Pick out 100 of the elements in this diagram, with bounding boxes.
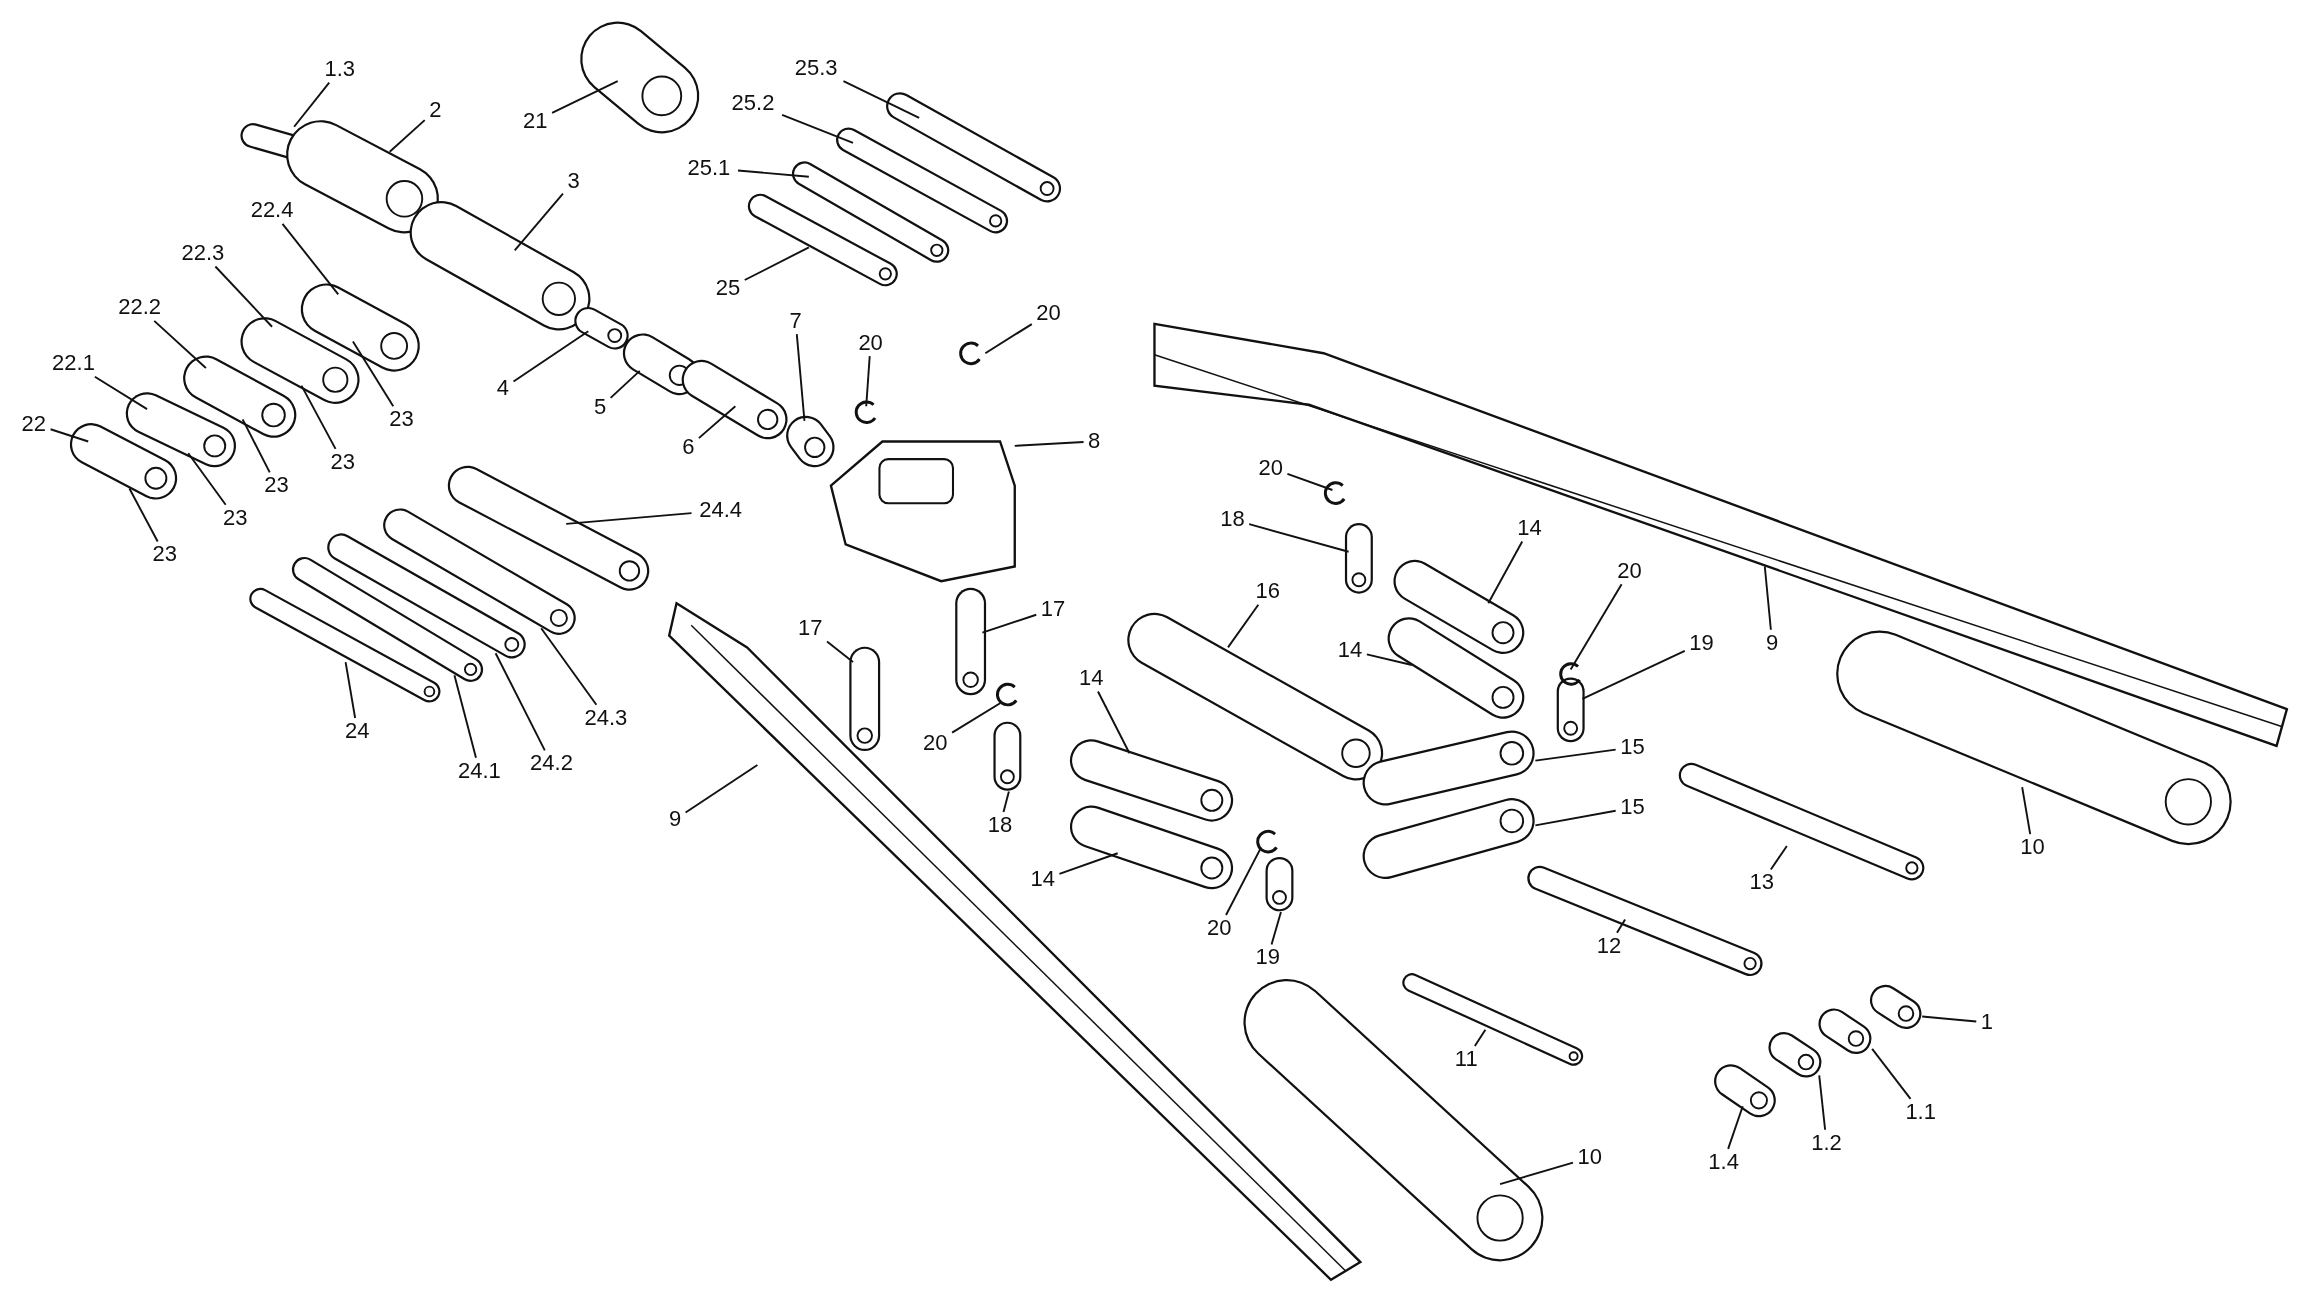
leader-line <box>1569 583 1623 671</box>
callout-number: 24.1 <box>457 758 502 783</box>
leader-line <box>1616 918 1627 934</box>
leader-line <box>1248 523 1350 553</box>
leader-line <box>453 674 477 759</box>
callout-number: 9 <box>667 807 683 832</box>
callout-number: 18 <box>986 813 1014 838</box>
callout-number: 17 <box>797 615 824 640</box>
callout-number: 2 <box>428 98 443 123</box>
leader-line <box>1097 690 1131 755</box>
callout-number: 21 <box>522 108 549 133</box>
callout-number: 1.2 <box>1810 1130 1843 1155</box>
leader-line <box>1727 1105 1744 1150</box>
callout-number: 9 <box>1765 630 1780 655</box>
leader-line <box>1227 603 1260 649</box>
callout-number: 19 <box>1254 945 1281 970</box>
leader-line <box>344 661 357 719</box>
leader-line <box>241 418 271 474</box>
leader-line <box>2021 786 2032 836</box>
callout-number: 15 <box>1619 795 1646 820</box>
callout-number: 24.2 <box>529 751 574 776</box>
callout-number: 23 <box>263 473 290 498</box>
callout-number: 1.4 <box>1707 1149 1740 1174</box>
callout-number: 23 <box>388 407 415 432</box>
leader-line <box>1365 653 1413 666</box>
callout-number: 18 <box>1219 507 1246 532</box>
callout-number: 24 <box>344 718 371 743</box>
callout-number: 11 <box>1453 1046 1479 1071</box>
callout-number: 20 <box>1035 301 1062 326</box>
callout-number: 12 <box>1595 933 1623 958</box>
callout-number: 25.1 <box>686 155 732 180</box>
callout-number: 1.3 <box>323 57 356 82</box>
callout-number: 20 <box>922 730 949 755</box>
leader-line <box>1270 911 1282 946</box>
callout-number: 22.3 <box>180 240 226 265</box>
leader-line <box>352 340 395 408</box>
callout-number: 8 <box>1087 429 1102 454</box>
callout-number: 10 <box>1576 1145 1603 1170</box>
leader-line <box>281 222 340 296</box>
callout-number: 16 <box>1254 579 1281 604</box>
callout-number: 7 <box>788 308 803 333</box>
leader-line <box>551 80 619 114</box>
leader-line <box>609 369 641 399</box>
leader-line <box>826 640 854 664</box>
leader-line <box>1921 1015 1978 1023</box>
leader-line <box>388 119 426 153</box>
leader-line <box>1473 1028 1487 1047</box>
callout-number: 20 <box>1205 916 1233 940</box>
callout-number: 22.1 <box>51 351 96 376</box>
leader-line <box>842 80 921 119</box>
callout-number: 23 <box>151 542 178 567</box>
leader-line <box>513 192 564 252</box>
leader-line <box>1225 847 1262 916</box>
leader-line <box>1871 1047 1912 1100</box>
leader-line <box>1487 540 1524 605</box>
leader-line <box>951 702 1001 734</box>
leader-line <box>293 81 331 128</box>
callout-number: 24.3 <box>583 705 629 730</box>
leader-line <box>540 627 598 706</box>
leader-line <box>865 355 871 408</box>
leader-line <box>494 652 546 752</box>
leader-line <box>153 319 207 369</box>
callout-number: 6 <box>681 435 696 460</box>
leader-line <box>697 405 737 440</box>
callout-number: 10 <box>2019 835 2046 860</box>
leader-line <box>743 246 810 281</box>
leader-line <box>684 764 759 814</box>
callout-number: 5 <box>592 395 608 420</box>
leader-line <box>1534 748 1617 762</box>
leader-line <box>981 613 1038 634</box>
callout-number: 25.3 <box>793 55 839 80</box>
leader-line <box>565 512 693 525</box>
callout-number: 1.1 <box>1904 1099 1937 1124</box>
callout-number: 17 <box>1039 596 1067 621</box>
leader-line <box>128 487 159 543</box>
leader-line <box>1818 1074 1827 1131</box>
leader-line <box>781 113 854 144</box>
callout-number: 20 <box>857 330 884 355</box>
callout-number: 23 <box>329 449 356 474</box>
leader-line <box>1058 852 1119 875</box>
callout-number: 3 <box>566 168 581 193</box>
leader-line <box>214 265 274 328</box>
callout-number: 25 <box>714 276 742 301</box>
callout-number: 24.4 <box>698 498 744 523</box>
callout-number: 20 <box>1616 558 1643 583</box>
callout-number: 25.2 <box>730 90 776 115</box>
leader-line <box>512 330 590 383</box>
leader-line <box>1534 809 1617 827</box>
callout-number: 14 <box>1336 638 1364 663</box>
callout-number: 19 <box>1688 630 1715 655</box>
leader-line <box>795 333 806 422</box>
leader-line <box>93 375 149 411</box>
callout-number: 22 <box>20 411 48 436</box>
leader-line <box>300 384 337 450</box>
leader-line <box>1286 473 1334 491</box>
leader-line <box>1013 441 1085 447</box>
callout-number: 13 <box>1748 870 1776 895</box>
callout-number: 4 <box>495 376 511 401</box>
callout-number: 15 <box>1619 735 1646 760</box>
callout-number: 22.2 <box>117 295 163 320</box>
